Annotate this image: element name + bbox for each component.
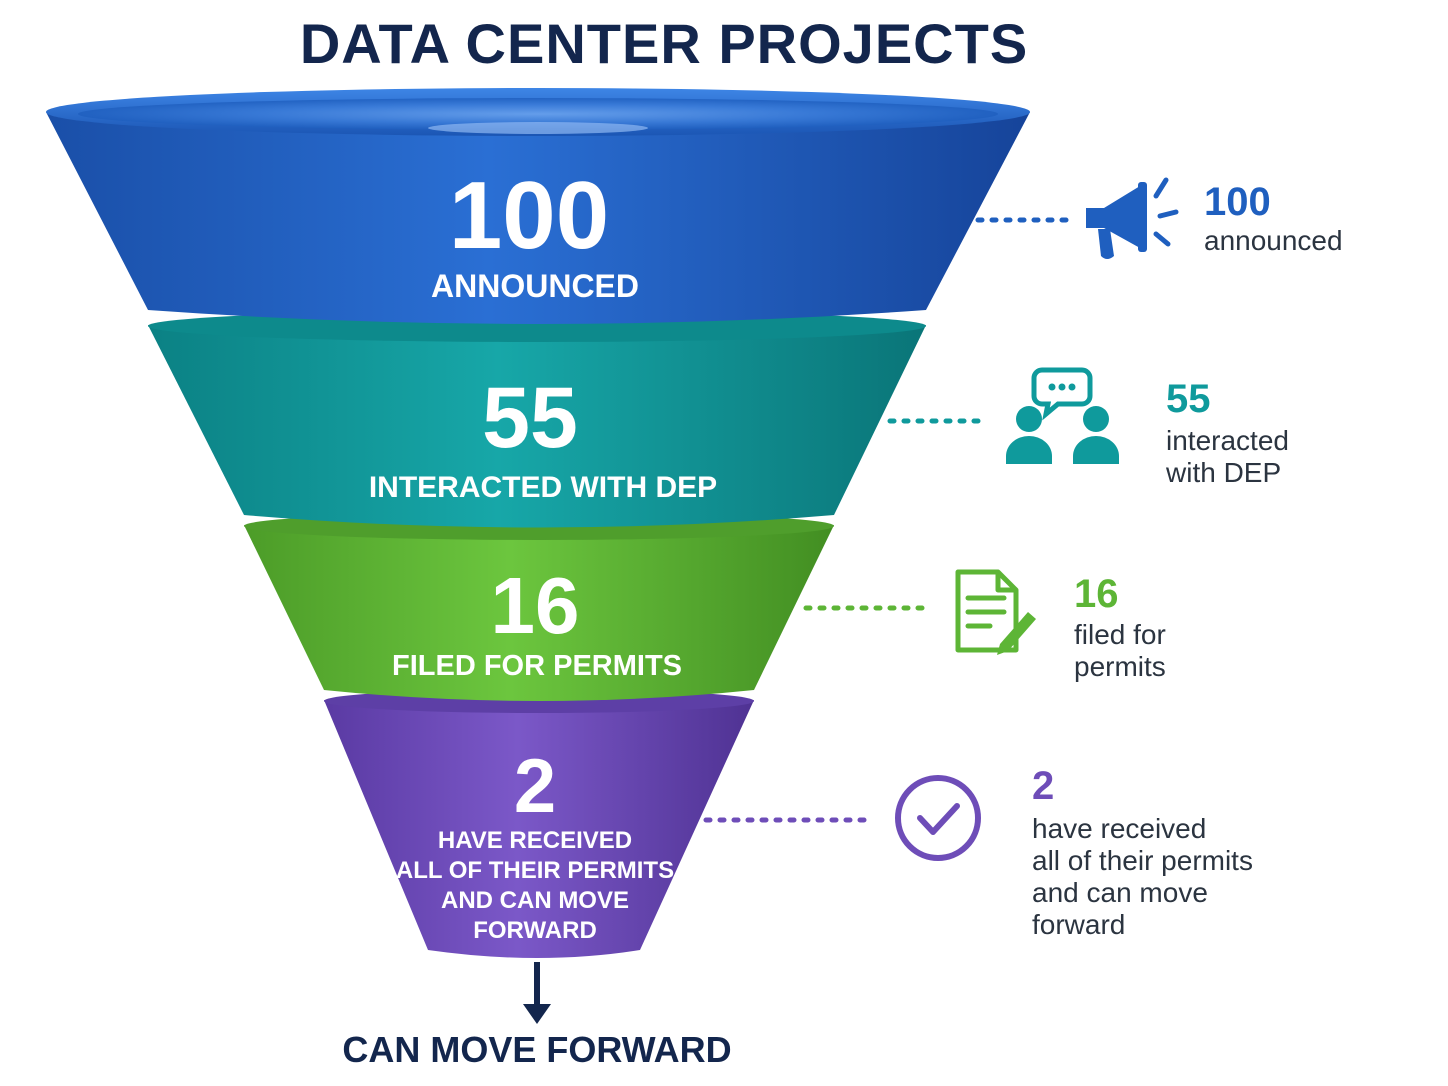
side-4-line-3: and can move [1032, 877, 1208, 908]
stage-4-label-line-2: ALL OF THEIR PERMITS [396, 857, 674, 884]
funnel-stage-announced [46, 88, 1030, 324]
stage-2-label: INTERACTED WITH DEP [369, 471, 717, 504]
page-title: DATA CENTER PROJECTS [300, 12, 1028, 75]
stage-3-label: FILED FOR PERMITS [392, 650, 682, 682]
side-1-line-1: announced [1204, 225, 1343, 256]
side-2-value: 55 [1166, 377, 1211, 421]
check-circle-icon [895, 775, 981, 861]
stage-1-label: ANNOUNCED [431, 268, 639, 304]
document-edit-icon [955, 569, 1036, 655]
side-4-line-4: forward [1032, 909, 1125, 940]
side-3-line-2: permits [1074, 651, 1166, 682]
side-4-line-1: have received [1032, 813, 1206, 844]
stage-2-value: 55 [482, 370, 578, 466]
stage-4-label-line-3: AND CAN MOVE [441, 887, 629, 914]
side-4-value: 2 [1032, 764, 1054, 808]
stage-4-value: 2 [514, 744, 556, 829]
stage-4-label-line-4: FORWARD [473, 917, 597, 944]
side-4-line-2: all of their permits [1032, 845, 1253, 876]
side-1-value: 100 [1204, 180, 1271, 224]
side-2-line-1: interacted [1166, 425, 1289, 456]
stage-1-value: 100 [449, 162, 609, 269]
side-3-value: 16 [1074, 572, 1119, 616]
stage-4-label-line-1: HAVE RECEIVED [438, 827, 632, 854]
down-arrow-icon [523, 962, 551, 1024]
people-chat-icon [1006, 367, 1119, 464]
side-2-line-2: with DEP [1165, 457, 1281, 488]
stage-3-value: 16 [491, 561, 580, 650]
footer-label: CAN MOVE FORWARD [342, 1029, 731, 1070]
side-3-line-1: filed for [1074, 619, 1166, 650]
megaphone-icon [1086, 177, 1179, 259]
